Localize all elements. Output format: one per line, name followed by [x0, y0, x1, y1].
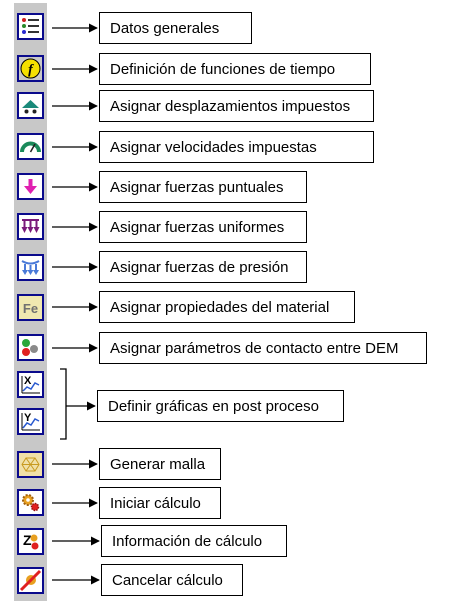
label-fuerzas-puntuales: Asignar fuerzas puntuales — [99, 171, 307, 203]
label-info-calculo: Información de cálculo — [101, 525, 287, 557]
label-fuerzas-uniformes: Asignar fuerzas uniformes — [99, 211, 307, 243]
label-datos-generales: Datos generales — [99, 12, 252, 44]
graph-y-icon[interactable]: Y — [17, 408, 44, 435]
triple-arrow-icon[interactable] — [17, 213, 44, 240]
label-desplazamientos: Asignar desplazamientos impuestos — [99, 90, 374, 122]
svg-text:Fe: Fe — [23, 301, 38, 316]
label-propiedades-material: Asignar propiedades del material — [99, 291, 355, 323]
mesh-icon[interactable] — [17, 451, 44, 478]
cancel-icon[interactable] — [17, 567, 44, 594]
label-funciones-tiempo: Definición de funciones de tiempo — [99, 53, 371, 85]
gear-icon[interactable] — [17, 489, 44, 516]
pressure-icon[interactable] — [17, 254, 44, 281]
arrow-down-icon[interactable] — [17, 173, 44, 200]
gear-info-icon[interactable]: Z — [17, 528, 44, 555]
label-fuerzas-presion: Asignar fuerzas de presión — [99, 251, 307, 283]
label-iniciar-calculo: Iniciar cálculo — [99, 487, 221, 519]
list-icon[interactable] — [17, 13, 44, 40]
spheres-icon[interactable] — [17, 334, 44, 361]
svg-text:f: f — [28, 63, 34, 78]
svg-text:Y: Y — [24, 412, 32, 424]
cart-icon[interactable] — [17, 92, 44, 119]
function-icon[interactable]: f — [17, 55, 44, 82]
graph-x-icon[interactable]: X — [17, 371, 44, 398]
gauge-icon[interactable] — [17, 133, 44, 160]
label-graficas: Definir gráficas en post proceso — [97, 390, 344, 422]
fe-icon[interactable]: Fe — [17, 294, 44, 321]
label-velocidades: Asignar velocidades impuestas — [99, 131, 374, 163]
label-contacto-dem: Asignar parámetros de contacto entre DEM — [99, 332, 427, 364]
svg-text:X: X — [24, 375, 32, 387]
label-cancelar-calculo: Cancelar cálculo — [101, 564, 243, 596]
svg-text:Z: Z — [23, 532, 32, 548]
label-generar-malla: Generar malla — [99, 448, 221, 480]
